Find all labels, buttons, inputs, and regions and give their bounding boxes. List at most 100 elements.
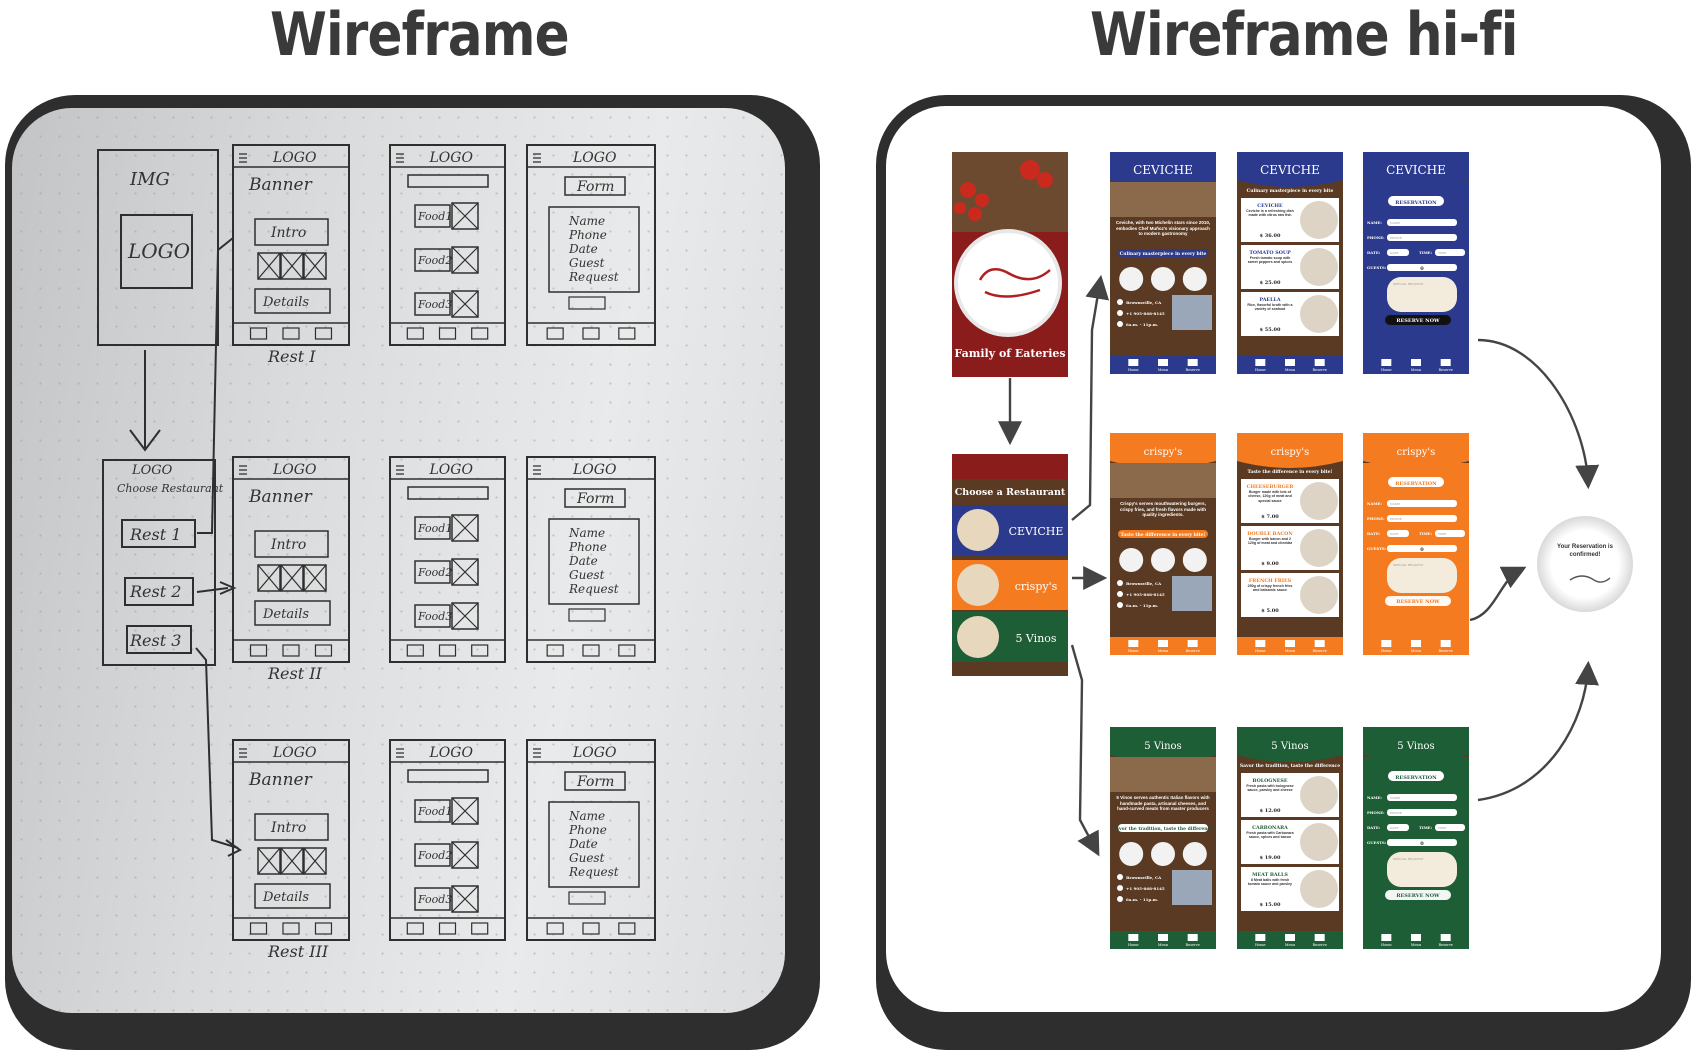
- sketch-submit: [568, 296, 606, 310]
- form-input: [1435, 824, 1465, 831]
- menu-item-image: [1300, 295, 1338, 333]
- sketch-intro: Intro: [270, 225, 306, 241]
- nav-label: Home: [1128, 368, 1139, 372]
- nav-icon: [1381, 934, 1392, 941]
- form-placeholder: TIME: [1438, 251, 1446, 255]
- sketch-food-3: Food3: [417, 893, 452, 906]
- sketch-screen-logo: LOGO: [272, 745, 317, 761]
- hifi-brand: crispy's: [1271, 447, 1310, 458]
- nav-icon: [1285, 934, 1295, 941]
- info-icon: [1117, 299, 1123, 305]
- reserve-now-label: RESERVE NOW: [1396, 893, 1440, 899]
- nav-label: Reserve: [1186, 943, 1200, 947]
- sketch-food-3: Food3: [417, 610, 452, 623]
- nav-label: Reserve: [1186, 649, 1200, 653]
- hifi-intro-text: 5 Vinos serves authentic Italian flavors…: [1116, 795, 1210, 811]
- nav-label: Menu: [1158, 649, 1169, 653]
- menu-item-price: $ 12.00: [1260, 808, 1281, 814]
- hero-image: [1110, 757, 1216, 792]
- info-icon: [1117, 580, 1123, 586]
- info-icon: [1117, 602, 1123, 608]
- hifi-info: Brownsville, CA: [1126, 875, 1162, 880]
- menu-item-name: DOUBLE BACON: [1247, 531, 1293, 537]
- sketch-nav-icon: [314, 922, 333, 935]
- guests-stepper: [1387, 839, 1457, 846]
- hamburger-icon: [396, 153, 404, 163]
- reserve-now-button: [1385, 890, 1451, 900]
- form-label: NAME:: [1367, 795, 1383, 800]
- menu-item-desc: Fresh tomato soup with sweet peppers and…: [1247, 256, 1293, 265]
- menu-item-desc: 250g of crispy french fries and balsamic…: [1247, 584, 1293, 593]
- info-icon: [1117, 321, 1123, 327]
- hifi-info: +1 905-868-8145: [1126, 311, 1165, 316]
- reservation-pill: [1388, 477, 1444, 487]
- nav-icon: [1158, 640, 1168, 647]
- special-request-field: [1387, 558, 1457, 593]
- hifi-info: 6a.m. - 11p.m.: [1126, 897, 1159, 902]
- form-label: NAME:: [1367, 220, 1383, 225]
- hifi-brand: CEVICHE: [1133, 163, 1193, 177]
- info-icon: [1117, 591, 1123, 597]
- menu-item-image: [1300, 823, 1338, 861]
- form-label: GUESTS:: [1367, 265, 1387, 270]
- reserve-now-button: [1385, 315, 1451, 325]
- reservation-title: RESERVATION: [1395, 481, 1437, 487]
- hifi-brand: CEVICHE: [1386, 163, 1446, 177]
- sketch-screen-logo: LOGO: [572, 150, 617, 166]
- guests-value: 0: [1420, 547, 1424, 553]
- info-icon: [1117, 896, 1123, 902]
- sketch-nav-icon: [438, 922, 457, 935]
- guests-value: 0: [1420, 841, 1424, 847]
- hifi-tagline: Taste the difference in every bite!: [1248, 469, 1333, 475]
- form-input: [1387, 219, 1457, 226]
- sketch-field: Phone: [568, 228, 607, 242]
- hamburger-icon: [396, 465, 404, 475]
- guests-stepper: [1387, 545, 1457, 552]
- reserve-now-button: [1385, 596, 1451, 606]
- hifi-brand: CEVICHE: [1260, 163, 1320, 177]
- menu-item-image: [1300, 529, 1338, 567]
- sketch-form: Form: [576, 179, 614, 195]
- sketch-field: Name: [568, 214, 605, 228]
- sketch-field: Guest: [569, 568, 605, 582]
- form-label: DATE:: [1367, 531, 1381, 536]
- plate-logo-icon: [954, 229, 1062, 337]
- nav-icon: [1158, 359, 1168, 366]
- form-label: NAME:: [1367, 501, 1383, 506]
- info-icon: [1117, 885, 1123, 891]
- sketch-screen-logo: LOGO: [572, 462, 617, 478]
- sketch-screen-logo: LOGO: [272, 150, 317, 166]
- form-placeholder: PHONE: [1390, 517, 1402, 521]
- dish-thumbnail: [1151, 842, 1175, 866]
- hifi-info: 6a.m. - 11p.m.: [1126, 603, 1159, 608]
- sketch-screen: [232, 739, 350, 941]
- menu-item-price: $ 36.00: [1260, 233, 1281, 239]
- sketch-nav-icon: [618, 644, 636, 657]
- sketch-form: Form: [576, 491, 614, 507]
- sketch-screen: [232, 456, 350, 663]
- form-label: GUESTS:: [1367, 840, 1387, 845]
- form-placeholder: DATE: [1390, 826, 1399, 830]
- sketch-nav-icon: [582, 644, 600, 657]
- menu-item-name: FRENCH FRIES: [1249, 578, 1292, 584]
- reservation-title: RESERVATION: [1395, 200, 1437, 206]
- form-input: [1387, 530, 1409, 537]
- menu-item-name: CHEESEBURGER: [1247, 484, 1295, 490]
- menu-item-desc: Ceviche is a refreshing dish made with c…: [1246, 209, 1294, 218]
- nav-label: Reserve: [1313, 943, 1327, 947]
- sketch-food-1: Food1: [417, 210, 452, 223]
- confirmation-badge: [1537, 516, 1633, 612]
- tomato-shape: [1020, 160, 1040, 180]
- sketch-nav-icon: [314, 327, 333, 340]
- sketch-food-2: Food2: [417, 849, 452, 862]
- sketch-nav-icon: [582, 922, 600, 935]
- form-placeholder: DATE: [1390, 532, 1399, 536]
- form-label: GUESTS:: [1367, 546, 1387, 551]
- nav-icon: [1158, 934, 1168, 941]
- menu-item-price: $ 55.00: [1260, 327, 1281, 333]
- menu-item-name: PAELLA: [1259, 297, 1280, 303]
- sketch-screen: [389, 456, 506, 663]
- dish-thumbnail: [1119, 548, 1144, 572]
- hifi-brand: crispy's: [1397, 447, 1436, 458]
- hifi-tagline: Taste the difference in every bite!: [1121, 532, 1206, 538]
